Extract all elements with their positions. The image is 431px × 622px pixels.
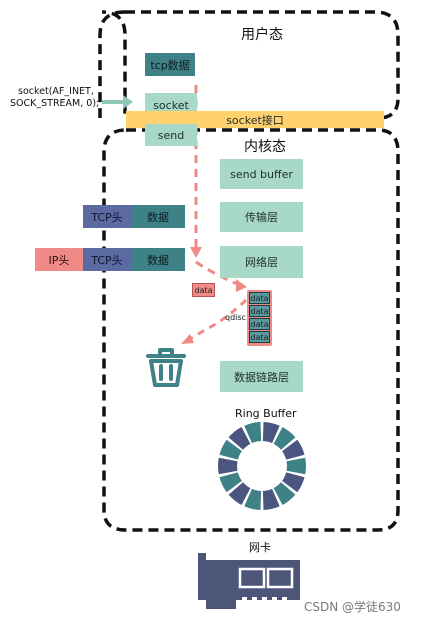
tcp-data-box: tcp数据 (145, 53, 195, 76)
qdisc-queue: data data data data (247, 290, 272, 346)
ip-payload-box: 数据 (131, 248, 185, 271)
tcp-payload-box: 数据 (131, 205, 185, 228)
incoming-data-chip: data (192, 283, 215, 297)
nic-icon (198, 553, 300, 609)
ring-buffer-segment (282, 439, 305, 460)
ring-buffer-segment (228, 427, 251, 450)
ring-buffer-segment (282, 472, 305, 493)
ring-buffer-segment (244, 488, 262, 510)
qdisc-item: data (249, 318, 270, 330)
user-space-title: 用户态 (241, 27, 283, 43)
watermark: CSDN @学徒630 (304, 600, 401, 614)
ring-buffer-label: Ring Buffer (235, 407, 297, 420)
qdisc-item: data (249, 331, 270, 343)
qdisc-item: data (249, 305, 270, 317)
ring-buffer-segment (219, 472, 242, 493)
kernel-space-title: 内核态 (244, 139, 286, 155)
datalink-layer-box: 数据链路层 (220, 361, 303, 392)
ring-buffer-segment (262, 488, 280, 510)
ip-tcp-header-box: TCP头 (83, 248, 131, 271)
ring-buffer-segment (273, 482, 296, 505)
network-layer-box: 网络层 (220, 246, 303, 278)
send-buffer-box: send buffer (220, 159, 303, 189)
kernel-space-region (102, 128, 400, 532)
transport-layer-box: 传输层 (220, 202, 303, 232)
ring-buffer-segment (219, 439, 242, 460)
ip-header-box: IP头 (35, 248, 83, 271)
ring-buffer-segment (262, 422, 280, 444)
nic-label: 网卡 (249, 541, 271, 554)
ring-buffer (218, 422, 306, 510)
user-space-region-left (98, 10, 126, 118)
qdisc-label: qdisc (225, 313, 246, 322)
qdisc-item: data (249, 292, 270, 304)
ring-buffer-segment (244, 422, 262, 444)
ring-buffer-segment (228, 482, 251, 505)
socket-interface-bar: socket接口 (126, 111, 384, 128)
trash-icon (146, 348, 186, 387)
ring-buffer-segment (218, 457, 238, 475)
ring-buffer-segment (273, 427, 296, 450)
ring-buffer-segment (286, 457, 306, 475)
socket-call-arrow (102, 95, 133, 109)
drop-arrow (181, 298, 248, 344)
tcp-header-box: TCP头 (83, 205, 131, 228)
socket-call-line1: socket(AF_INET, (18, 86, 94, 97)
socket-call-line2: SOCK_STREAM, 0); (10, 98, 100, 109)
send-box: send (145, 124, 197, 146)
data-flow-arrow (190, 85, 247, 292)
